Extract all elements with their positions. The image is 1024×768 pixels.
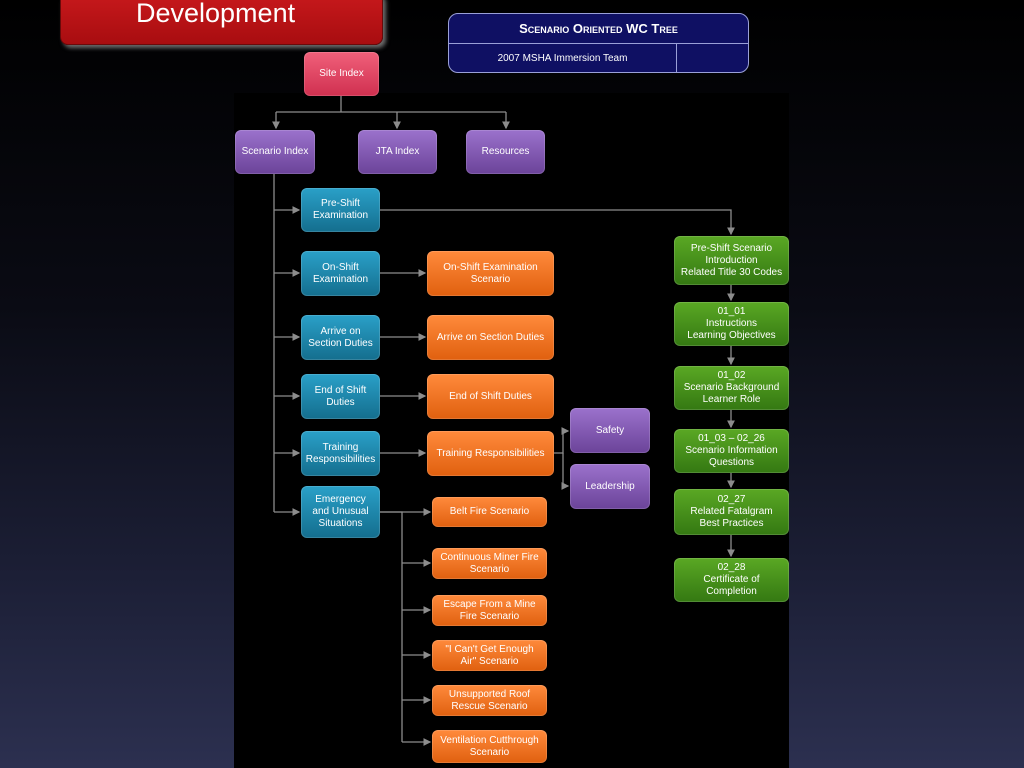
node-step-02-27: 02_27 Related Fatalgram Best Practices — [674, 489, 789, 535]
connector — [380, 209, 735, 236]
node-escape-mine-fire: Escape From a Mine Fire Scenario — [432, 595, 547, 626]
connector — [276, 96, 506, 128]
node-end-of-shift-duties: End of Shift Duties — [301, 374, 380, 419]
node-scenario-index: Scenario Index — [235, 130, 315, 174]
node-site-index: Site Index — [304, 52, 379, 96]
node-safety: Safety — [570, 408, 650, 453]
node-continuous-miner-fire: Continuous Miner Fire Scenario — [432, 548, 547, 579]
diagram-subtitle: 2007 MSHA Immersion Team — [449, 44, 677, 72]
node-on-shift-scenario: On-Shift Examination Scenario — [427, 251, 554, 296]
node-on-shift-examination: On-Shift Examination — [301, 251, 380, 296]
node-training-responsibilities: Training Responsibilities — [301, 431, 380, 476]
connector — [561, 453, 570, 490]
node-step-01-01: 01_01 Instructions Learning Objectives — [674, 302, 789, 346]
node-resources: Resources — [466, 130, 545, 174]
node-step-02-28: 02_28 Certificate of Completion — [674, 558, 789, 602]
node-arrive-on-section-duties: Arrive on Section Duties — [301, 315, 380, 360]
diagram-header: Scenario Oriented WC Tree 2007 MSHA Imme… — [448, 13, 749, 73]
node-ventilation-cutthrough: Ventilation Cutthrough Scenario — [432, 730, 547, 763]
node-pre-shift-examination: Pre-Shift Examination — [301, 188, 380, 232]
node-cant-get-air: "I Can't Get Enough Air" Scenario — [432, 640, 547, 671]
node-leadership: Leadership — [570, 464, 650, 509]
node-jta-index: JTA Index — [358, 130, 437, 174]
connector — [554, 427, 570, 454]
node-training-scenario: Training Responsibilities — [427, 431, 554, 476]
node-step-01-02: 01_02 Scenario Background Learner Role — [674, 366, 789, 410]
node-step-01-03: 01_03 – 02_26 Scenario Information Quest… — [674, 429, 789, 473]
node-pre-shift-intro: Pre-Shift Scenario Introduction Related … — [674, 236, 789, 285]
slide-title: Development — [60, 0, 383, 45]
node-unsupported-roof: Unsupported Roof Rescue Scenario — [432, 685, 547, 716]
node-emergency-unusual: Emergency and Unusual Situations — [301, 486, 380, 538]
node-end-of-shift-scenario: End of Shift Duties — [427, 374, 554, 419]
node-belt-fire: Belt Fire Scenario — [432, 497, 547, 527]
diagram-title: Scenario Oriented WC Tree — [449, 14, 748, 44]
node-arrive-scenario: Arrive on Section Duties — [427, 315, 554, 360]
connector — [380, 511, 403, 742]
